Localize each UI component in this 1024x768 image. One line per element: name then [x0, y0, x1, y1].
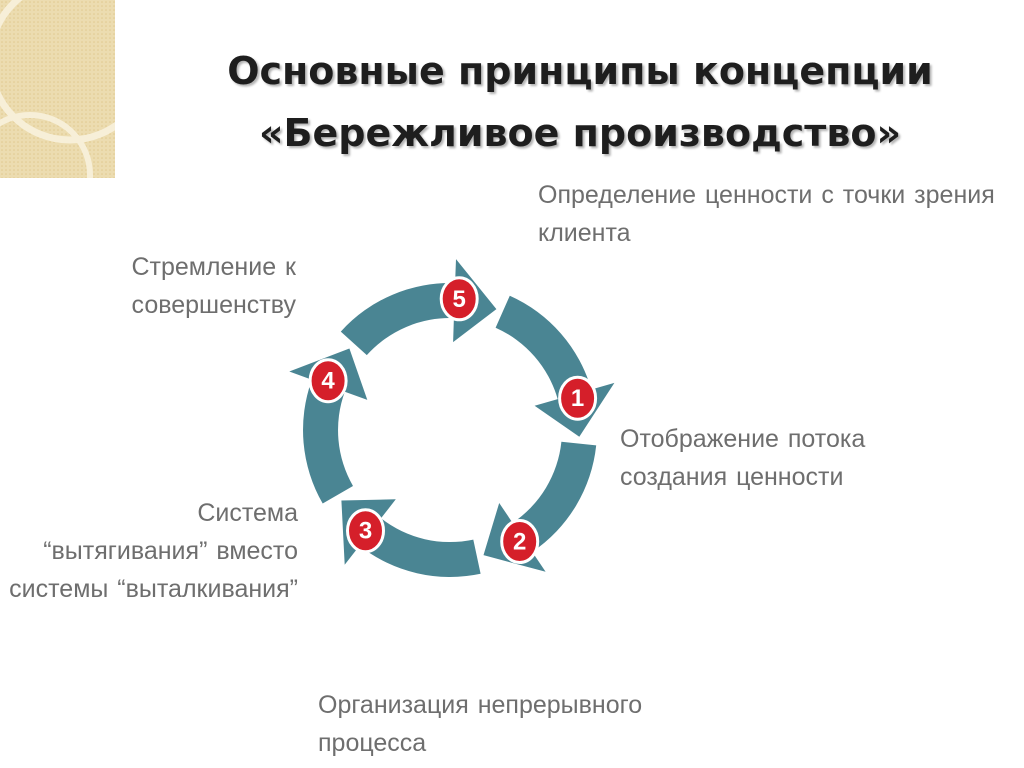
cycle-arrow-4 — [289, 348, 368, 504]
stage-label-3: Организация непрерывного процесса — [318, 686, 642, 762]
stage-label-line: клиента — [538, 219, 631, 247]
step-badge-4 — [308, 358, 348, 404]
step-badge-2 — [500, 519, 540, 564]
slide-title-line: «Бережливое производство» — [258, 111, 902, 155]
stage-label-line: Стремление к — [131, 253, 296, 281]
step-number-1: 1 — [571, 385, 584, 412]
corner-decoration-ring — [0, 0, 115, 144]
stage-label-line: совершенству — [131, 291, 296, 319]
stage-label-1: Определение ценности с точки зрения клие… — [538, 176, 995, 252]
stage-label-line: создания ценности — [620, 463, 844, 491]
stage-label-2: Отображение потока создания ценности — [620, 420, 865, 496]
step-badge-5 — [439, 276, 479, 322]
cycle-arrow-2 — [483, 441, 597, 572]
stage-label-line: “вытягивания” вместо — [43, 537, 298, 565]
step-number-4: 4 — [321, 368, 335, 395]
stage-label-line: Организация непрерывного — [318, 691, 643, 719]
cycle-badges: 1 2 3 4 5 — [308, 276, 598, 564]
slide-title: Основные принципы концепции «Бережливое … — [150, 40, 1010, 164]
step-number-5: 5 — [453, 286, 466, 313]
stage-label-4: Система “вытягивания” вместо системы “вы… — [0, 494, 298, 608]
stage-label-line: системы “выталкивания” — [9, 575, 298, 603]
cycle-arrow-1 — [495, 295, 615, 437]
step-number-3: 3 — [359, 518, 372, 545]
stage-label-line: Отображение потока — [620, 425, 866, 453]
corner-decoration-ring — [0, 112, 93, 178]
step-number-2: 2 — [513, 529, 526, 556]
step-badge-3 — [346, 508, 385, 554]
stage-label-line: Определение ценности с точки зрения — [538, 181, 995, 209]
slide-title-line: Основные принципы концепции — [227, 49, 933, 93]
corner-decoration-panel — [0, 0, 115, 178]
corner-decoration — [0, 0, 115, 178]
stage-label-line: Система — [197, 499, 298, 527]
stage-label-line: процесса — [318, 729, 427, 757]
step-badge-1 — [558, 375, 598, 421]
stage-label-5: Стремление к совершенству — [40, 248, 296, 324]
